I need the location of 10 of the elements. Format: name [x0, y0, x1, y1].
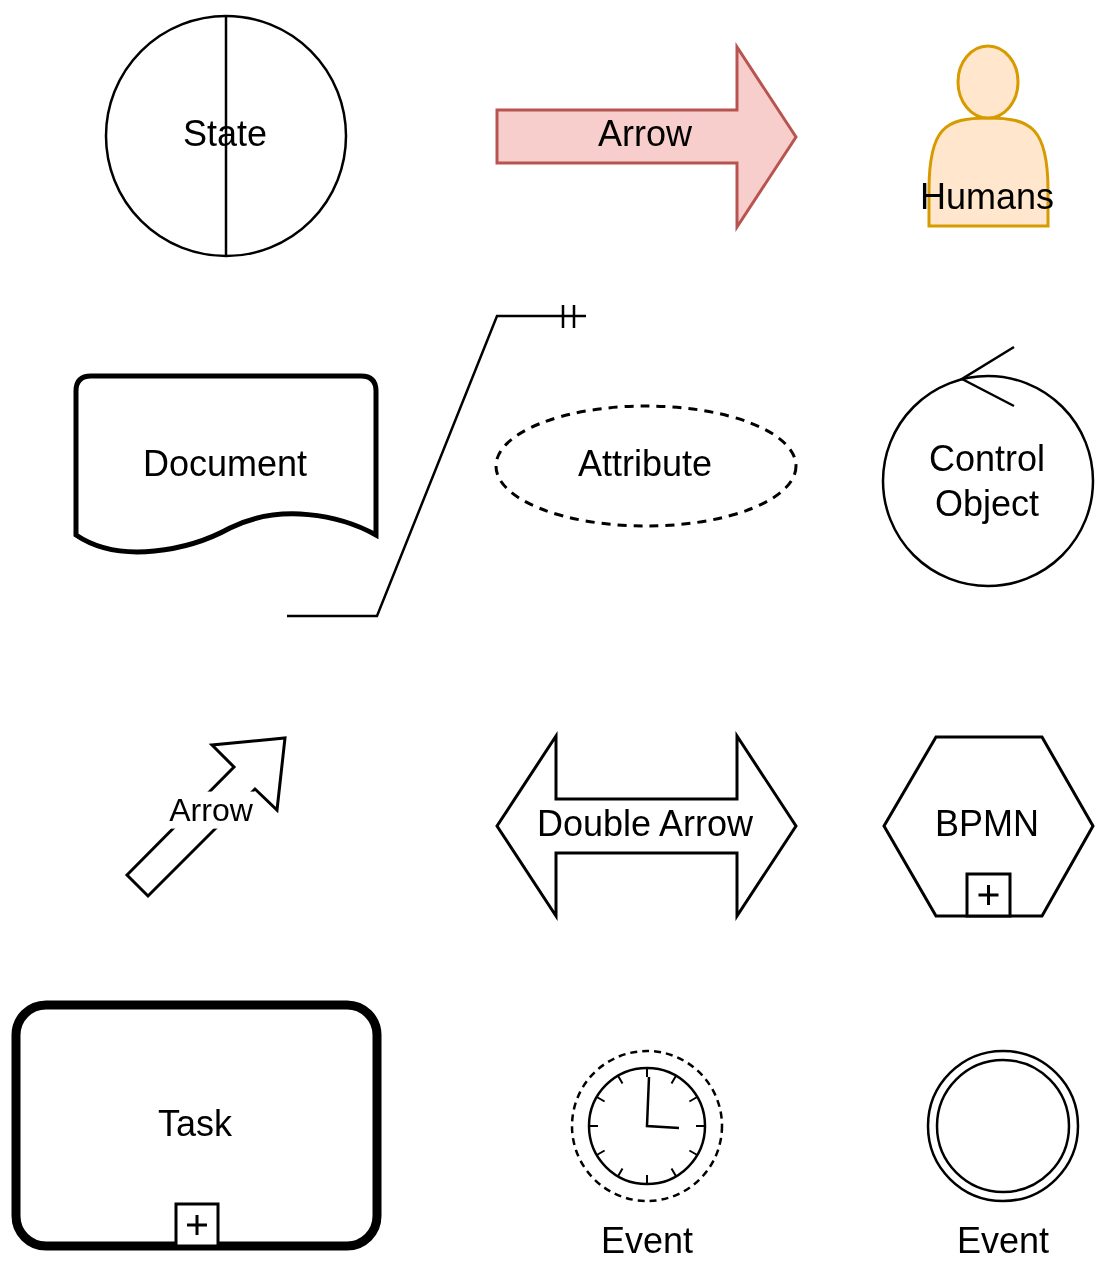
shape-label: Control Object: [927, 437, 1047, 526]
shape-label: Arrow: [598, 113, 692, 155]
shape-label: Attribute: [577, 443, 713, 485]
shape-label: Task: [158, 1103, 232, 1145]
shape-label: BPMN: [935, 803, 1039, 845]
shape-label: Event: [956, 1220, 1050, 1262]
shape-label: Document: [142, 443, 308, 485]
shape-label: Arrow: [167, 791, 255, 829]
shape-label: Double Arrow: [536, 803, 754, 845]
shape-label: Event: [600, 1220, 694, 1262]
